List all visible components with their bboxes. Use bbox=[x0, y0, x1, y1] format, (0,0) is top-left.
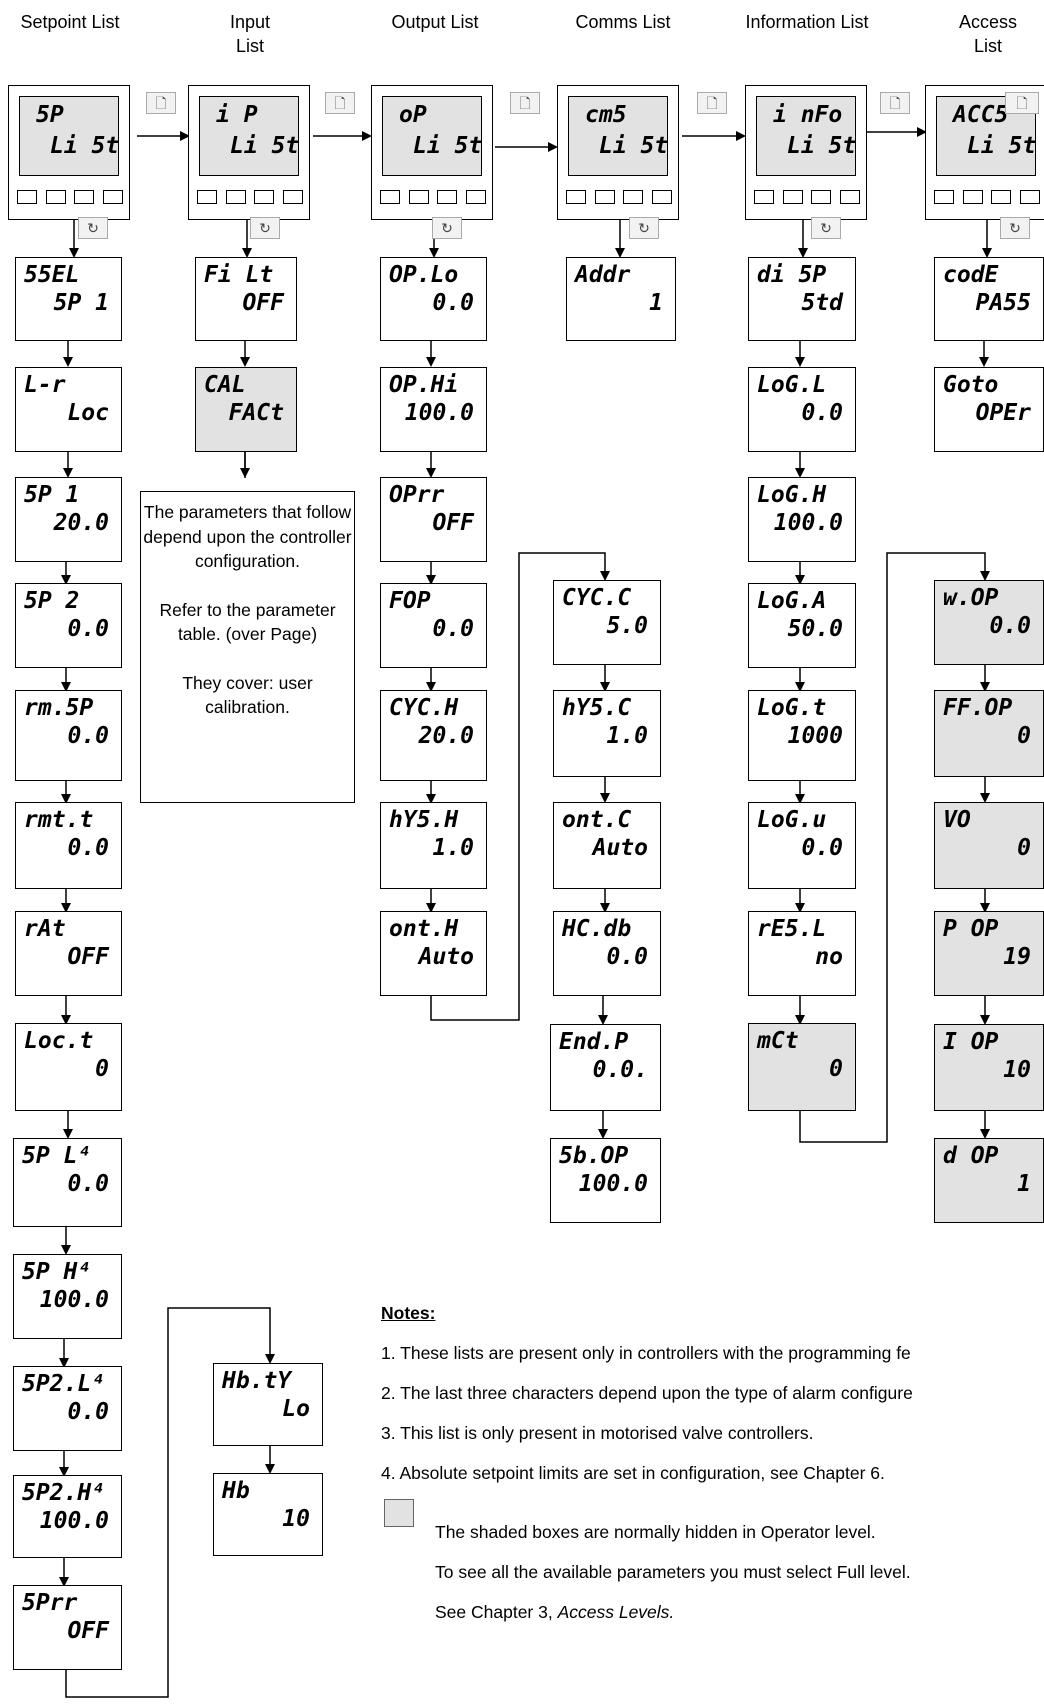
header-comms-list: Comms List bbox=[575, 12, 671, 32]
input-note-text: Refer to the parameter table. (over Page… bbox=[159, 599, 336, 645]
scroll-icon: ↻ bbox=[250, 217, 280, 239]
note-item: 2. The last three characters depend upon… bbox=[381, 1383, 913, 1403]
input-note-text: The parameters that follow depend upon t… bbox=[143, 502, 352, 571]
note-item: 4. Absolute setpoint limits are set in c… bbox=[381, 1463, 885, 1483]
page-icon: 🗋 bbox=[880, 92, 910, 114]
header-access-list: Access List bbox=[958, 12, 1018, 56]
page-icon: 🗋 bbox=[325, 92, 355, 114]
scroll-icon: ↻ bbox=[1000, 217, 1030, 239]
header-information-list: Information List bbox=[745, 12, 869, 32]
shaded-legend-swatch bbox=[384, 1499, 414, 1527]
header-input-list: Input List bbox=[229, 12, 271, 56]
scroll-icon: ↻ bbox=[78, 217, 108, 239]
scroll-icon: ↻ bbox=[432, 217, 462, 239]
note-item: 1. These lists are present only in contr… bbox=[381, 1343, 911, 1363]
legend-text: To see all the available parameters you … bbox=[435, 1562, 911, 1582]
page-icon: 🗋 bbox=[146, 92, 176, 114]
page-icon: 🗋 bbox=[510, 92, 540, 114]
page-icon: 🗋 bbox=[697, 92, 727, 114]
header-setpoint-list: Setpoint List bbox=[20, 12, 120, 32]
input-note-text: They cover: user calibration. bbox=[182, 672, 313, 718]
note-item: 3. This list is only present in motorise… bbox=[381, 1423, 814, 1443]
notes-title: Notes: bbox=[381, 1303, 436, 1323]
scroll-icon: ↻ bbox=[629, 217, 659, 239]
legend-text: See Chapter 3, Access Levels. bbox=[435, 1602, 675, 1622]
input-note: The parameters that follow depend upon t… bbox=[140, 491, 355, 803]
header-output-list: Output List bbox=[391, 12, 479, 32]
scroll-icon: ↻ bbox=[811, 217, 841, 239]
legend-text: The shaded boxes are normally hidden in … bbox=[435, 1522, 876, 1542]
page-icon: 🗋 bbox=[1005, 92, 1039, 114]
